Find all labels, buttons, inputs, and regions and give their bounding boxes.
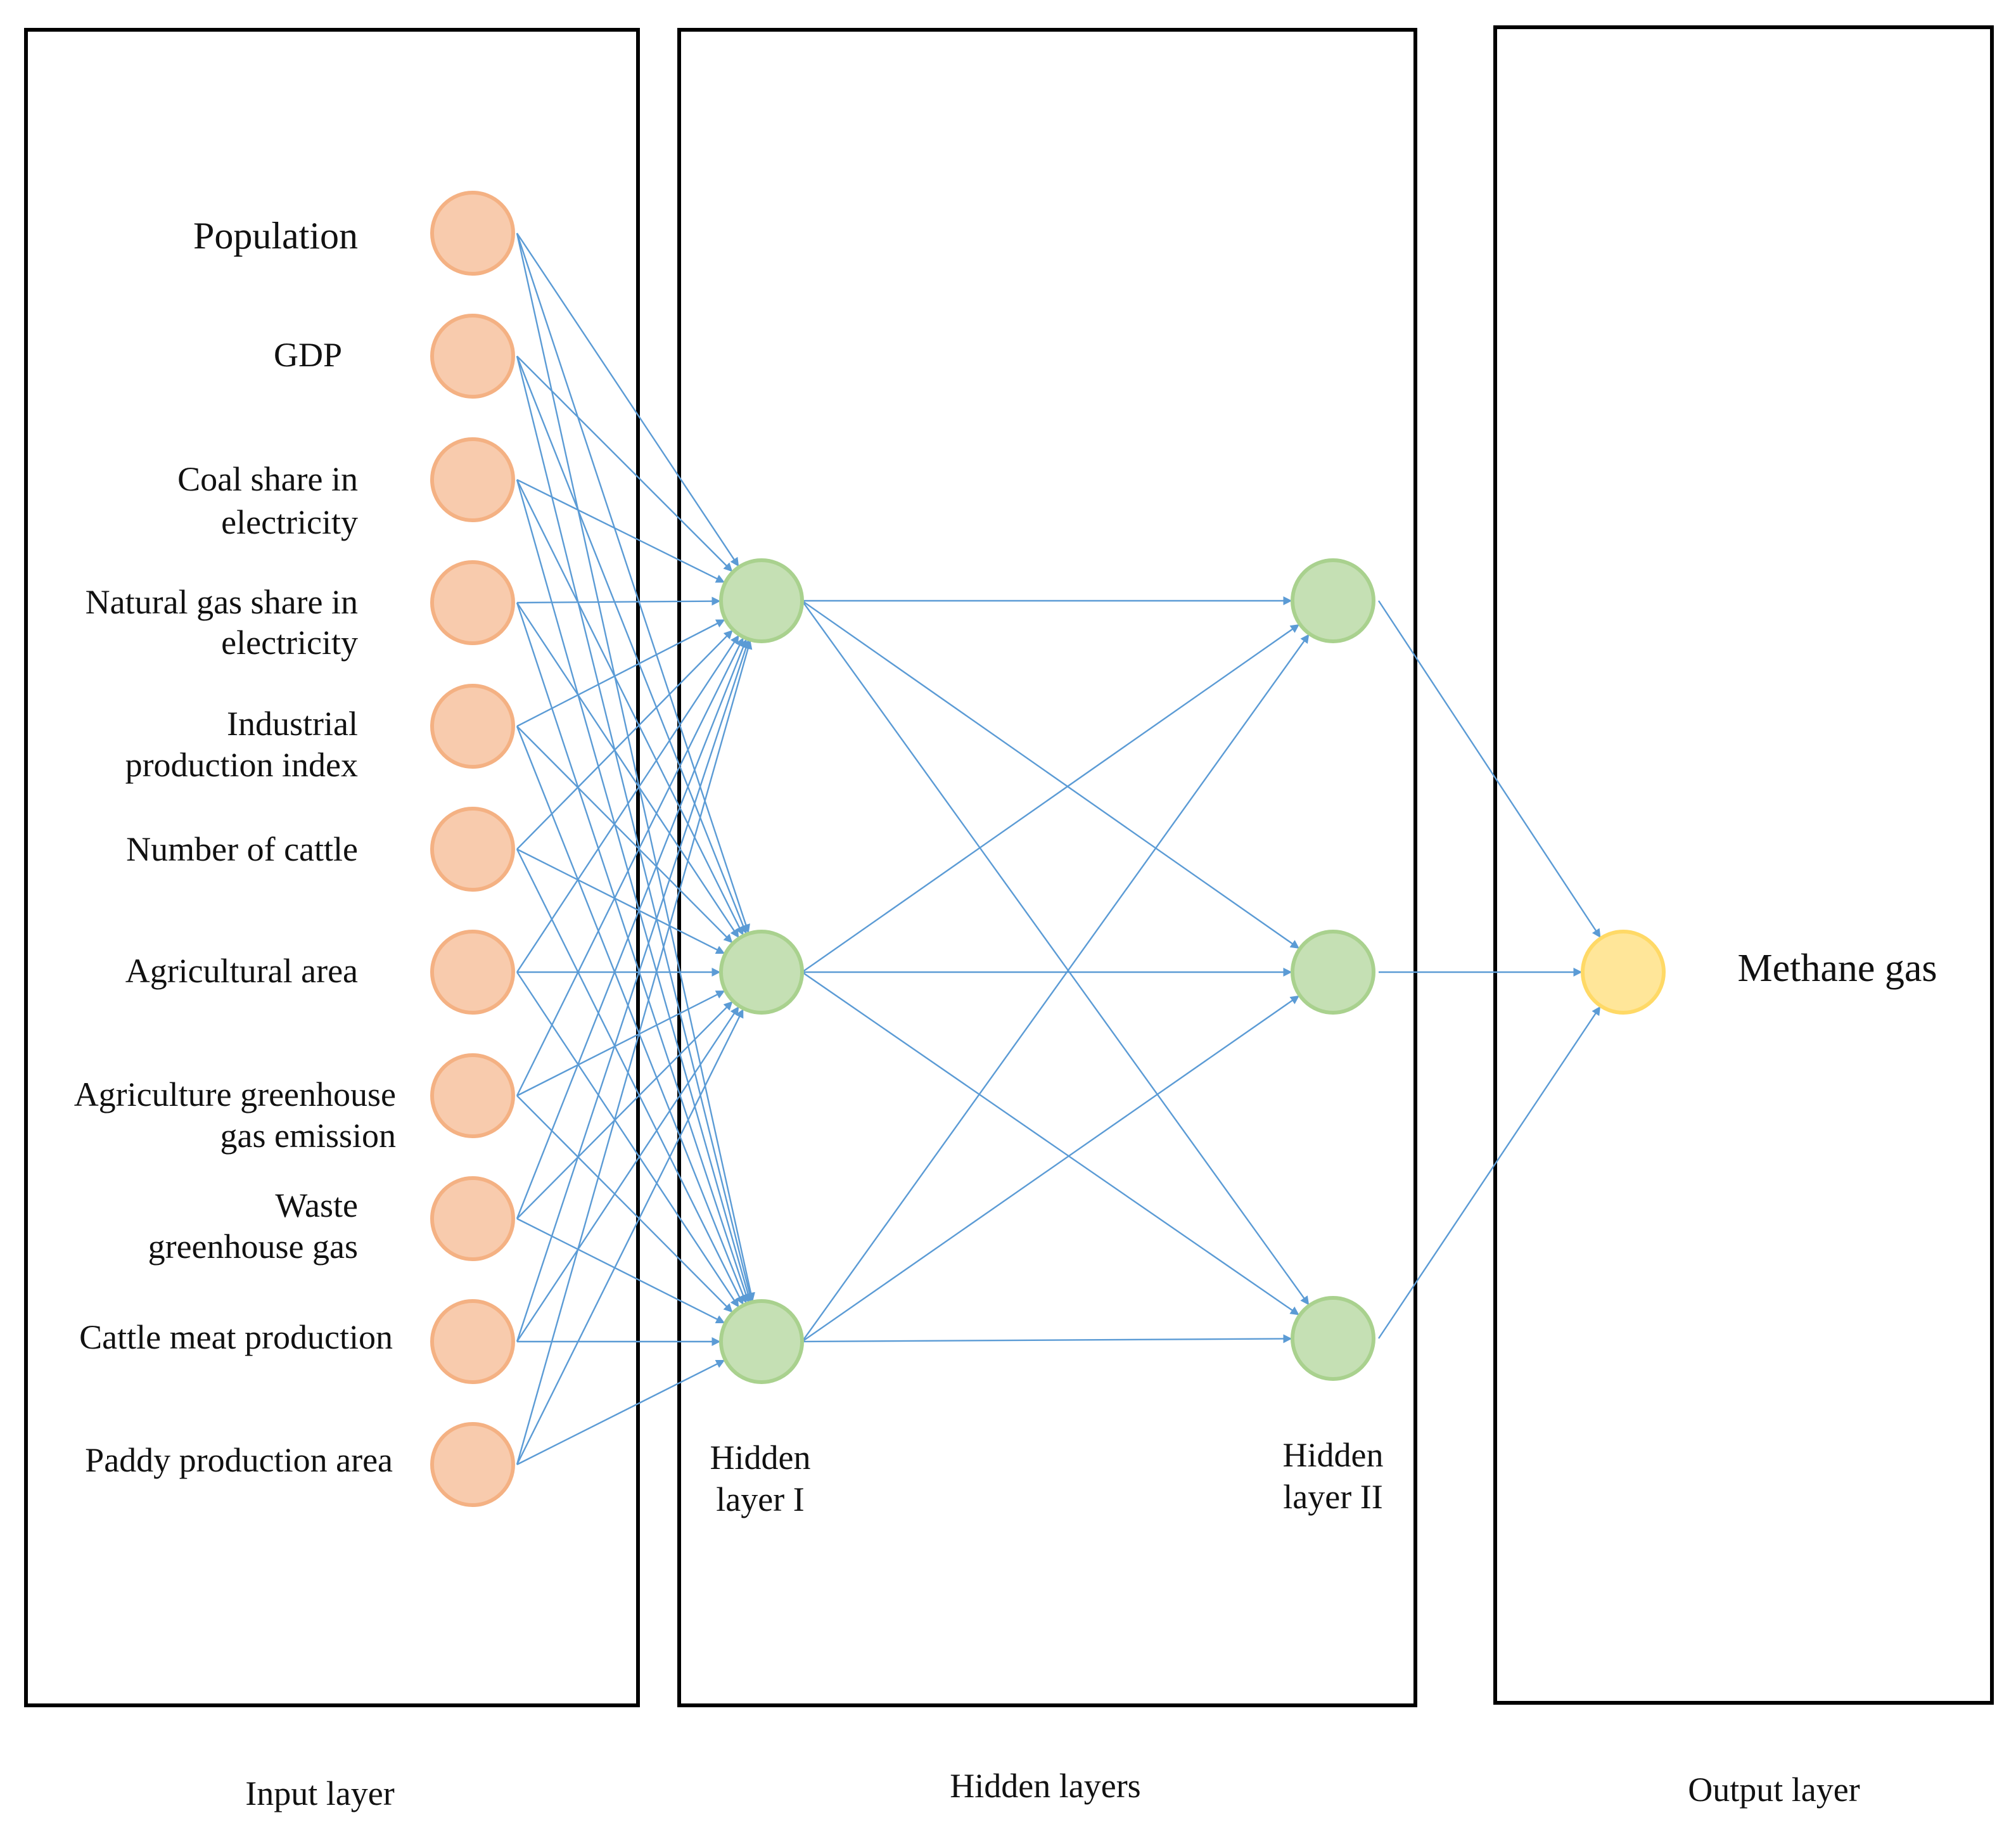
hidden-layers-panel xyxy=(677,28,1417,1707)
connection-input-5-to-h1-3 xyxy=(516,726,748,1304)
input-label-3-line-1: Coal share in xyxy=(177,460,358,498)
hidden-layer-1-label-line-1: Hidden xyxy=(710,1439,811,1477)
connection-input-4-to-h1-1 xyxy=(516,596,721,606)
hidden-layer-2-label-line-2: layer II xyxy=(1283,1478,1382,1516)
connection-input-9-to-h1-2 xyxy=(516,1001,733,1219)
hidden-layer-1-node-3 xyxy=(719,1299,804,1384)
input-label-11-line-1: Paddy production area xyxy=(85,1441,393,1479)
connection-input-1-to-h1-3 xyxy=(516,233,755,1302)
connection-input-8-to-h1-3 xyxy=(516,1095,733,1313)
input-label-6-line-1: Number of cattle xyxy=(126,830,358,868)
connection-h1-3-to-h2-1 xyxy=(801,634,1310,1342)
input-label-8-line-2: gas emission xyxy=(220,1117,397,1155)
input-node-7 xyxy=(430,930,515,1015)
hidden-layers-caption: Hidden layers xyxy=(950,1767,1140,1805)
connection-input-2-to-h1-2 xyxy=(516,356,748,934)
connection-input-3-to-h1-3 xyxy=(516,479,753,1302)
hidden-layer-1-node-1 xyxy=(719,558,804,643)
input-layer-panel xyxy=(24,28,640,1707)
input-node-6 xyxy=(430,807,515,892)
output-layer-panel xyxy=(1493,25,1994,1705)
connection-input-6-to-h1-3 xyxy=(516,849,744,1305)
connection-input-5-to-h1-1 xyxy=(516,619,725,728)
input-label-9-line-2: greenhouse gas xyxy=(148,1228,358,1266)
input-label-5-line-1: Industrial xyxy=(227,705,358,743)
connection-input-3-to-h1-1 xyxy=(516,478,725,583)
connection-input-9-to-h1-3 xyxy=(516,1217,725,1324)
connection-h1-2-to-h2-3 xyxy=(801,972,1299,1316)
input-label-4-line-2: electricity xyxy=(221,624,358,662)
connection-input-11-to-h1-3 xyxy=(516,1359,725,1466)
input-node-2 xyxy=(430,314,515,399)
input-label-2-line-1: GDP xyxy=(274,336,342,374)
input-label-4-line-1: Natural gas share in xyxy=(86,583,358,621)
connection-input-6-to-h1-2 xyxy=(516,848,725,954)
input-node-1 xyxy=(430,191,515,276)
connection-input-2-to-h1-3 xyxy=(516,356,754,1302)
input-layer-caption: Input layer xyxy=(245,1774,394,1812)
connection-h1-3-to-h2-2 xyxy=(801,995,1299,1342)
output-node-label: Methane gas xyxy=(1737,947,1937,990)
connection-input-1-to-h1-2 xyxy=(516,233,750,933)
hidden-layer-2-node-3 xyxy=(1291,1296,1375,1381)
hidden-layer-2-node-2 xyxy=(1291,930,1375,1015)
input-label-1-line-1: Population xyxy=(193,215,358,257)
hidden-layer-1-node-2 xyxy=(719,930,804,1015)
connection-h1-2-to-h2-1 xyxy=(801,624,1300,973)
input-node-11 xyxy=(430,1422,515,1507)
input-node-5 xyxy=(430,684,515,769)
connection-input-4-to-h1-2 xyxy=(516,602,739,939)
input-node-9 xyxy=(430,1176,515,1261)
connection-input-4-to-h1-3 xyxy=(516,602,750,1303)
connection-h2-1-to-output xyxy=(1377,600,1601,939)
input-label-3-line-2: electricity xyxy=(221,503,358,541)
input-node-3 xyxy=(430,437,515,522)
connection-input-7-to-h1-3 xyxy=(516,972,739,1308)
connection-input-2-to-h1-1 xyxy=(516,356,733,572)
connection-h1-1-to-h2-3 xyxy=(801,600,1310,1305)
connection-h1-3-to-h2-3 xyxy=(801,1334,1292,1343)
input-label-10-line-1: Cattle meat production xyxy=(79,1318,393,1356)
connection-h2-3-to-output xyxy=(1378,1006,1601,1339)
input-node-10 xyxy=(430,1299,515,1384)
input-label-9-line-1: Waste xyxy=(275,1186,358,1224)
connections xyxy=(516,233,1601,1466)
hidden-layer-1-label-line-2: layer I xyxy=(716,1480,804,1518)
input-label-7-line-1: Agricultural area xyxy=(125,952,358,990)
input-label-5-line-2: production index xyxy=(125,746,358,784)
connection-input-7-to-h1-1 xyxy=(516,634,739,973)
input-label-8-line-1: Agriculture greenhouse xyxy=(74,1075,396,1113)
connection-input-9-to-h1-1 xyxy=(516,639,748,1219)
connection-input-1-to-h1-1 xyxy=(516,233,739,567)
connection-input-8-to-h1-1 xyxy=(516,637,744,1096)
connection-input-6-to-h1-1 xyxy=(516,630,733,850)
hidden-layer-2-node-1 xyxy=(1291,558,1375,643)
connection-input-3-to-h1-2 xyxy=(516,479,744,936)
connection-input-5-to-h1-2 xyxy=(516,726,733,944)
connection-input-11-to-h1-1 xyxy=(516,640,753,1465)
connection-input-11-to-h1-2 xyxy=(516,1008,744,1465)
hidden-layer-2-label-line-1: Hidden xyxy=(1283,1436,1384,1474)
connection-input-10-to-h1-1 xyxy=(516,639,751,1342)
input-node-8 xyxy=(430,1053,515,1138)
connection-input-8-to-h1-2 xyxy=(516,990,725,1097)
connection-input-10-to-h1-2 xyxy=(516,1006,739,1342)
output-layer-caption: Output layer xyxy=(1688,1771,1860,1809)
output-node xyxy=(1581,930,1666,1015)
connection-h1-1-to-h2-2 xyxy=(801,600,1300,949)
input-node-4 xyxy=(430,560,515,645)
nodes xyxy=(430,191,1666,1507)
